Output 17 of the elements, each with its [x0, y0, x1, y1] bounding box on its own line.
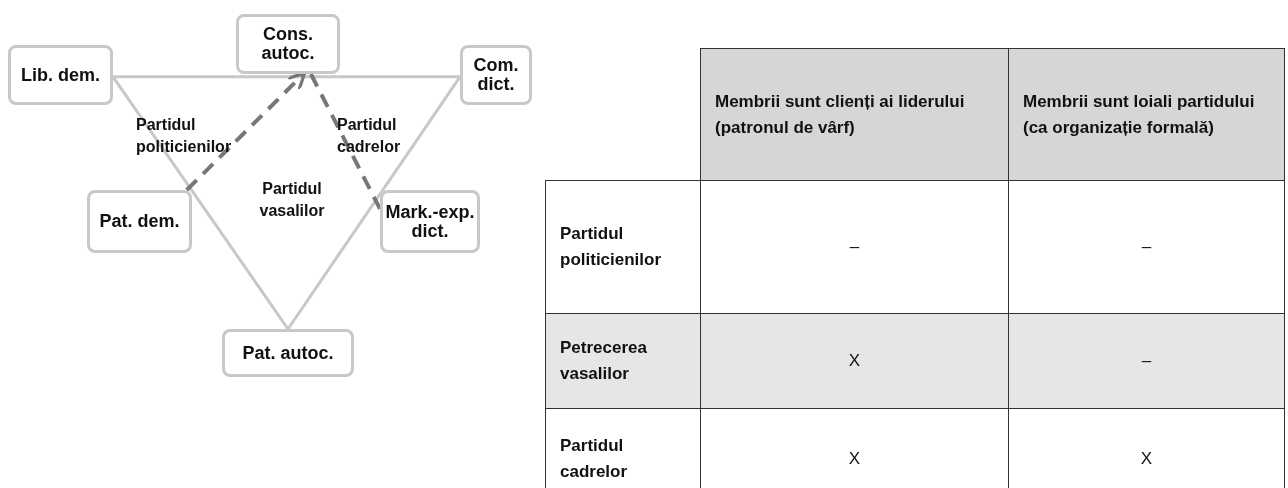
- table-cell: –: [1008, 313, 1285, 409]
- rounded-box: Lib. dem.: [8, 45, 113, 105]
- rounded-box: Pat. dem.: [87, 190, 192, 253]
- row-header-cell: Petrecerea vasalilor: [545, 313, 701, 409]
- rounded-box: Pat. autoc.: [222, 329, 354, 377]
- triangle-region-label: Partidul vasalilor: [258, 179, 326, 221]
- connector-line: [113, 75, 460, 79]
- connector-line: [286, 75, 462, 330]
- table-cell: X: [700, 313, 1009, 409]
- column-header-cell: Membrii sunt loiali partidului (ca organizație formală): [1008, 48, 1285, 181]
- rounded-box: Com. dict.: [460, 45, 532, 105]
- rounded-box: Cons. autoc.: [236, 14, 340, 74]
- triangle-region-label: Partidul cadrelor: [337, 115, 402, 157]
- column-header-cell: Membrii sunt clienți ai liderului (patronul de vârf): [700, 48, 1009, 181]
- rounded-box: Mark.-exp. dict.: [380, 190, 480, 253]
- connector-line: [111, 75, 290, 330]
- triangle-region-label: Partidul politicienilor: [136, 115, 233, 157]
